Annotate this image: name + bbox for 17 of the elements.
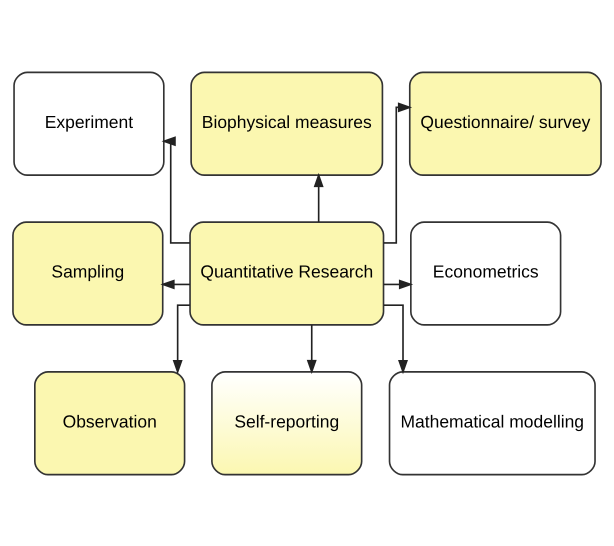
node-box: Observation	[34, 370, 186, 475]
node-box: Econometrics	[410, 220, 562, 326]
arrow	[172, 304, 190, 374]
arrow	[384, 304, 408, 374]
node-box: Quantitative Research	[189, 220, 384, 326]
node-box: Sampling	[12, 220, 164, 326]
arrow	[384, 102, 412, 244]
node-box: Self-reporting	[211, 370, 362, 475]
arrow	[314, 172, 324, 222]
node-box: Experiment	[13, 71, 165, 176]
node-box: Mathematical modelling	[388, 370, 596, 475]
arrow	[160, 278, 190, 289]
arrow	[162, 136, 190, 244]
node-box: Questionnaire/ survey	[408, 71, 602, 176]
arrow	[306, 324, 317, 374]
node-box: Biophysical measures	[190, 71, 384, 176]
arrow	[384, 278, 414, 289]
